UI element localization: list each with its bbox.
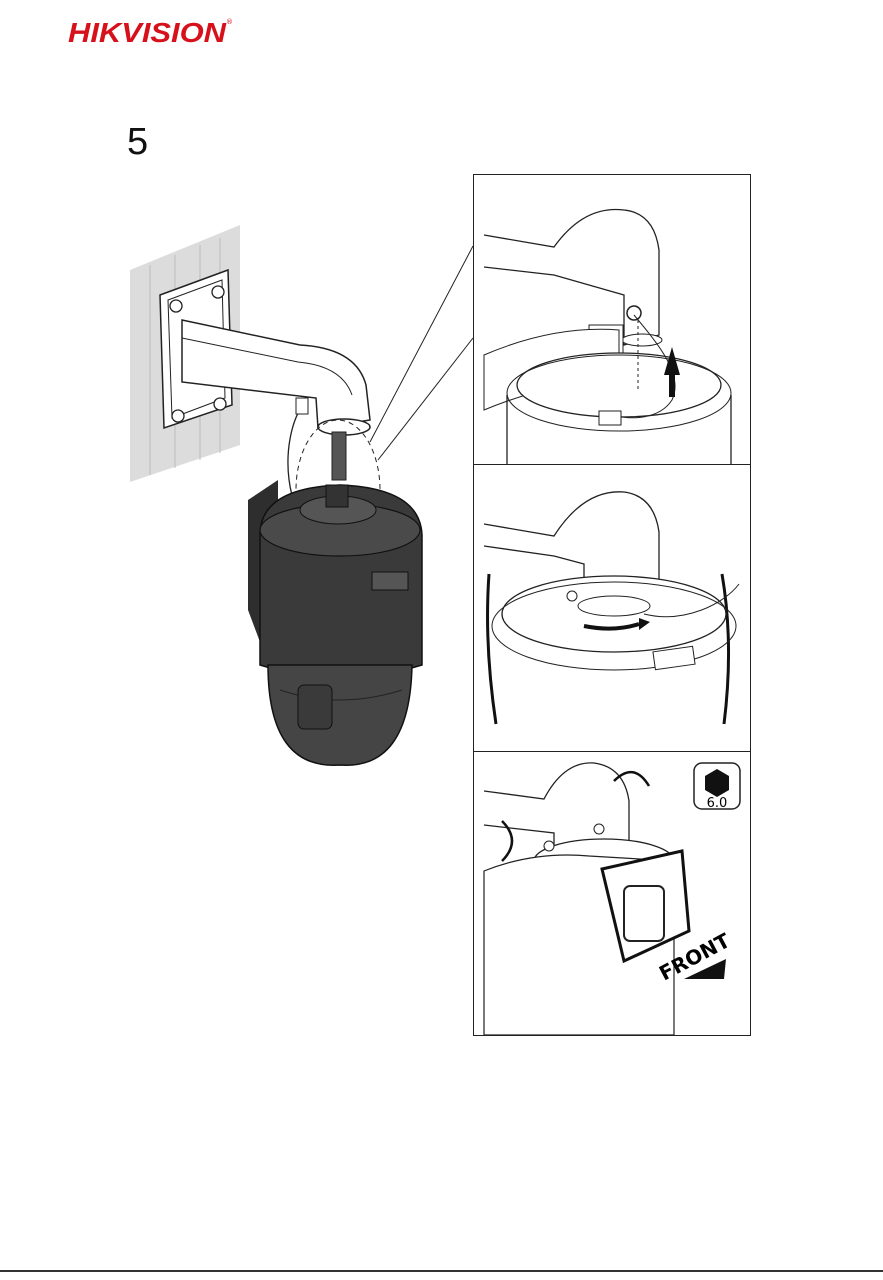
screw-icon (627, 306, 641, 320)
brand-logo: HIKVISION ® (66, 14, 236, 48)
step-number: 5 (127, 122, 148, 162)
screw-icon (544, 841, 554, 851)
screw-icon (567, 591, 577, 601)
detail-panels: 6.0 FRONT (473, 174, 751, 1036)
svg-text:®: ® (226, 18, 233, 26)
screw-icon (594, 824, 604, 834)
footer-rule (0, 1270, 883, 1272)
brand-wordmark: HIKVISION (68, 17, 227, 48)
camera-mount-illustration (120, 170, 480, 770)
detail-panel-3: 6.0 FRONT (474, 751, 750, 1035)
tool-size: 6.0 (707, 796, 728, 811)
detail-panel-1 (474, 175, 750, 465)
detail-panel-2 (474, 464, 750, 752)
